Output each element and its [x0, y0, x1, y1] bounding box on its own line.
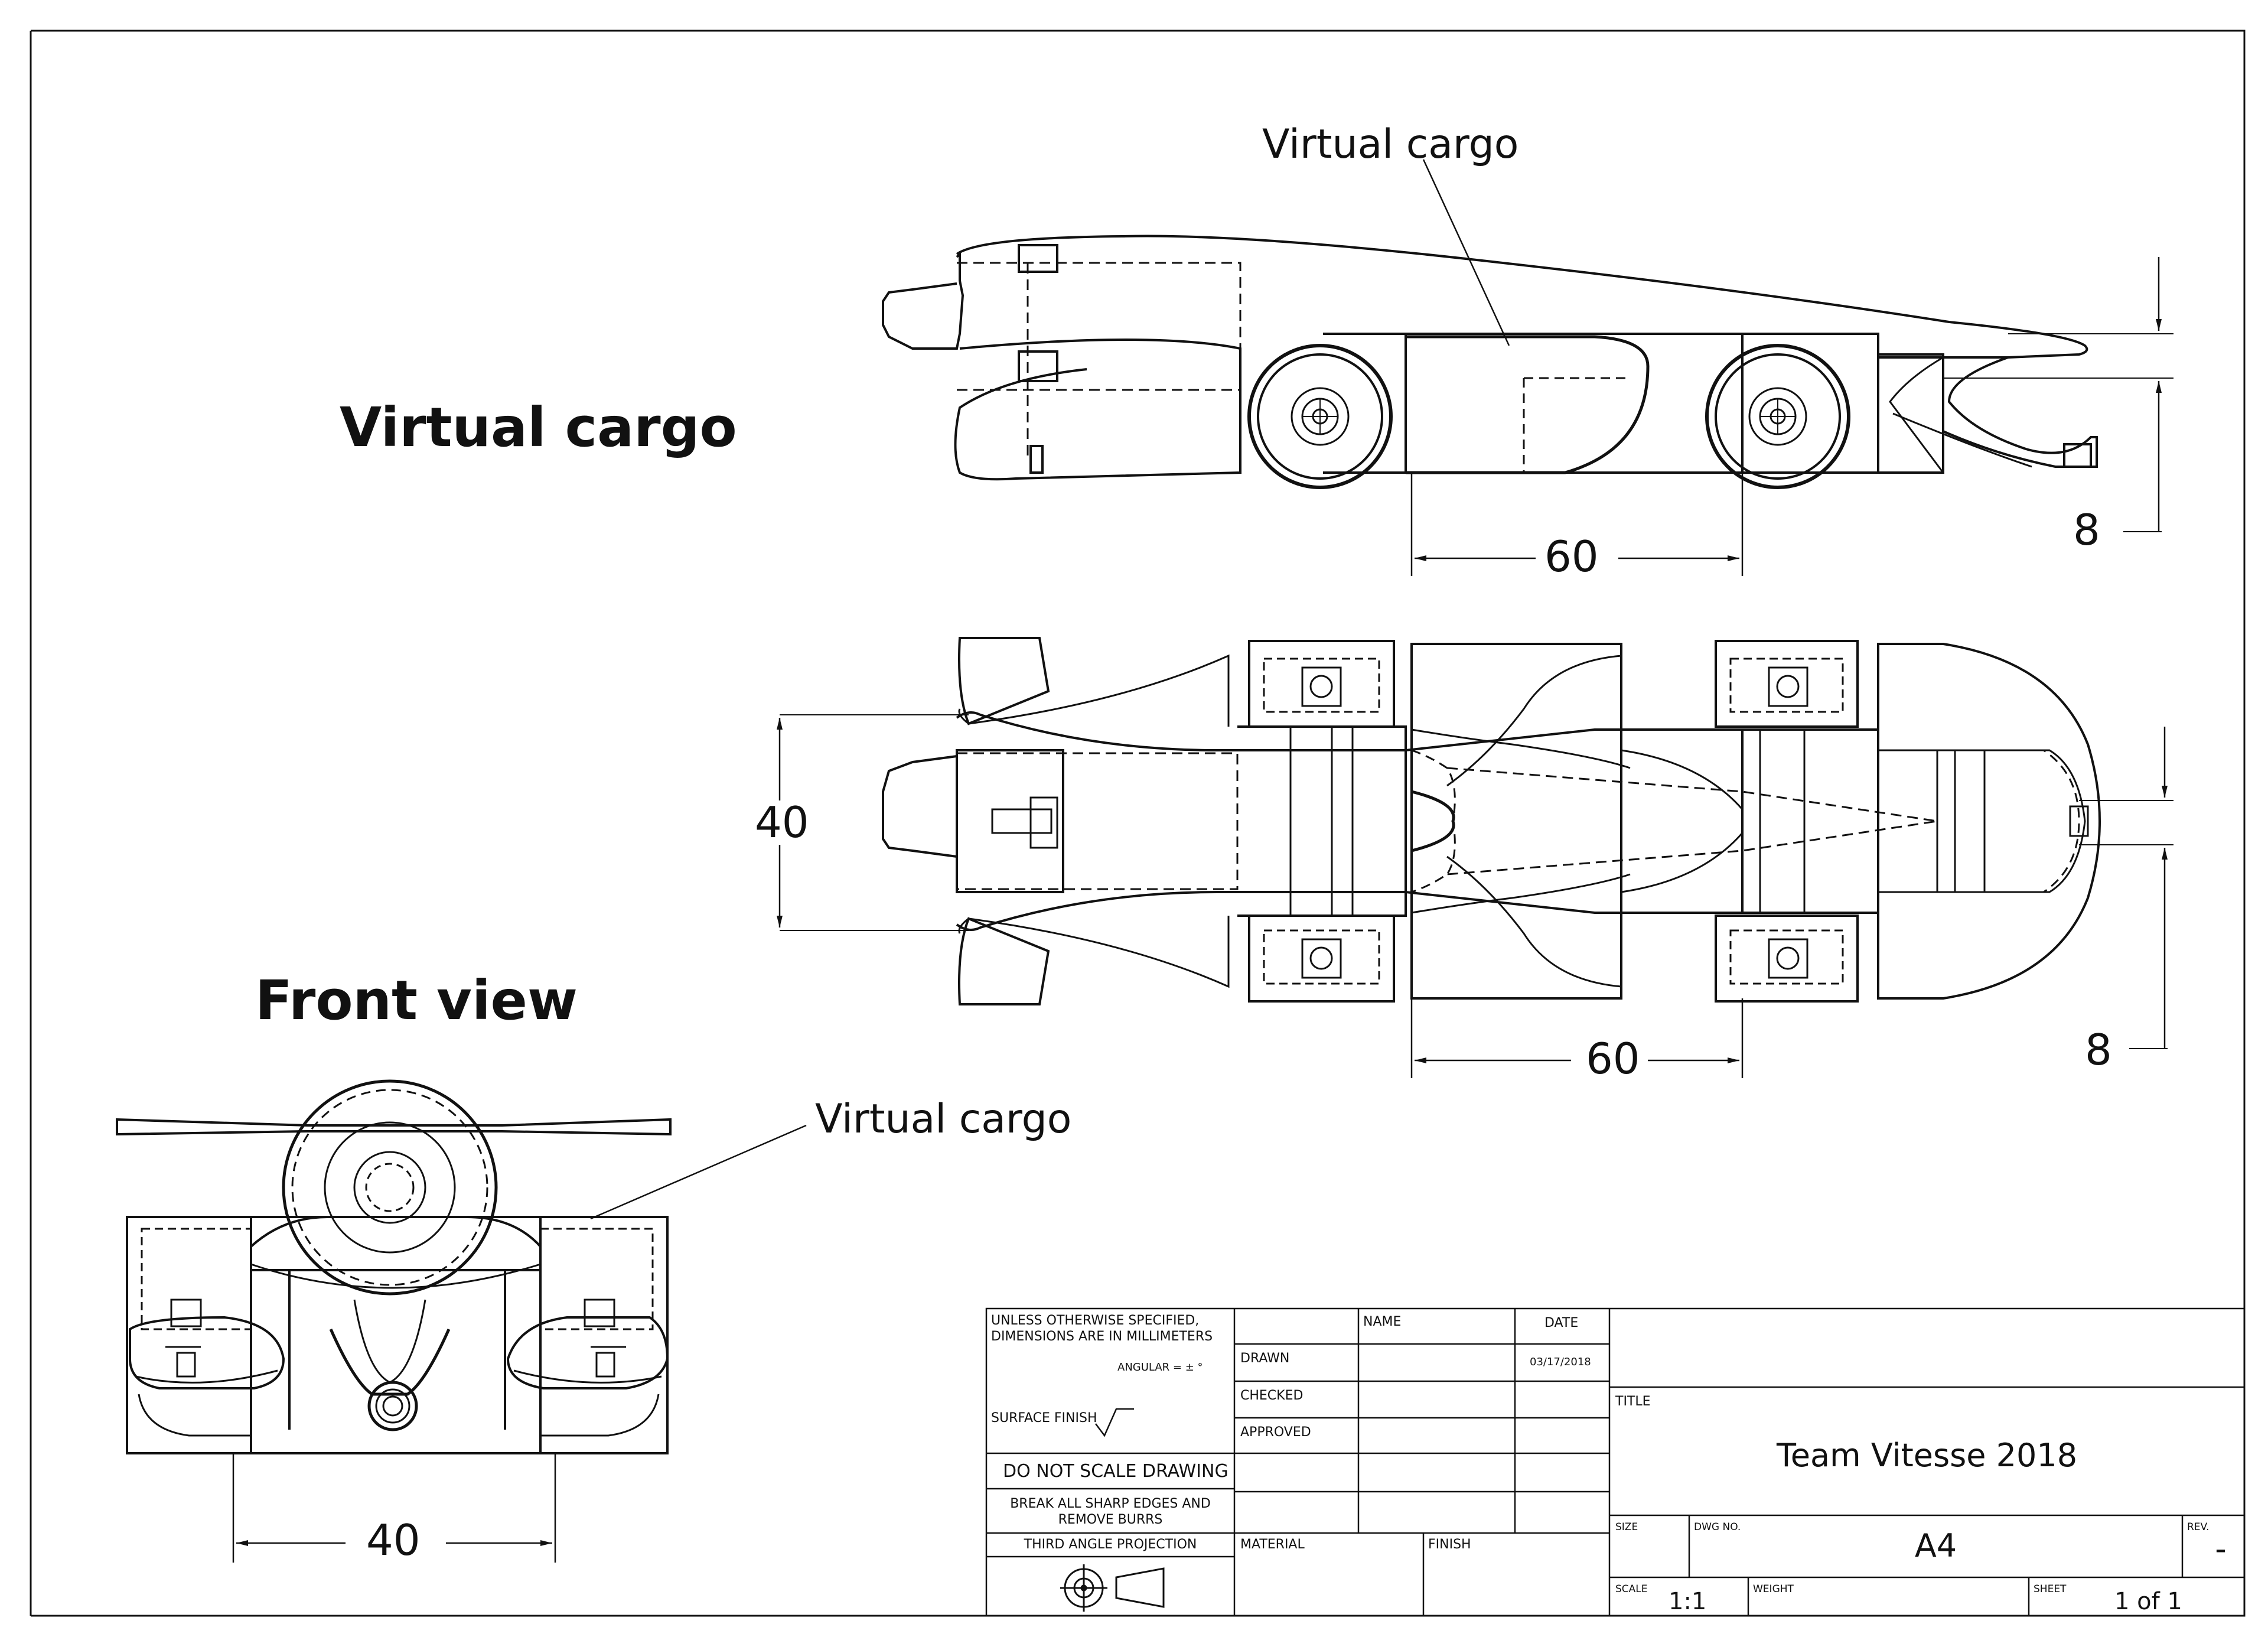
surface-finish-label: SURFACE FINISH — [991, 1411, 1097, 1426]
scale-value: 1:1 — [1669, 1588, 1707, 1615]
drawn-date: 03/17/2018 — [1530, 1356, 1591, 1368]
top-offset-dimension: 8 — [2085, 1025, 2112, 1075]
angular-note: ANGULAR = ± ° — [1117, 1361, 1203, 1374]
top-width-dimension: 40 — [755, 798, 809, 847]
sheet-label: SHEET — [2034, 1583, 2067, 1595]
side-view — [882, 235, 2174, 532]
front-view-heading: Front view — [255, 969, 578, 1032]
name-header: NAME — [1363, 1314, 1402, 1329]
side-height-dimension: 8 — [2073, 505, 2100, 555]
do-not-scale-note: DO NOT SCALE DRAWING — [1003, 1461, 1228, 1482]
dwg-no-label: DWG NO. — [1694, 1521, 1741, 1533]
side-wheelbase-dimension: 60 — [1544, 532, 1599, 581]
drawn-label: DRAWN — [1240, 1351, 1290, 1366]
front-track-dimension: 40 — [366, 1515, 421, 1565]
break-edges-note: BREAK ALL SHARP EDGES AND REMOVE BURRS — [1010, 1496, 1211, 1527]
third-angle-projection-symbol — [1060, 1564, 1165, 1612]
top-wheelbase-dimension: 60 — [1586, 1034, 1640, 1083]
general-note: UNLESS OTHERWISE SPECIFIED, DIMENSIONS A… — [991, 1313, 1213, 1344]
rev-label: REV. — [2187, 1521, 2210, 1533]
size-label: SIZE — [1615, 1521, 1638, 1533]
approved-label: APPROVED — [1240, 1425, 1311, 1440]
dwg-no-value: A4 — [1914, 1527, 1957, 1564]
front-view-dimensions — [232, 1124, 807, 1563]
side-view-dimensions — [1410, 159, 2162, 576]
projection-label: THIRD ANGLE PROJECTION — [1024, 1537, 1197, 1552]
title-block-grid — [985, 1307, 2246, 1617]
material-label: MATERIAL — [1240, 1537, 1305, 1552]
top-view-dimensions — [777, 718, 2168, 1078]
front-view-cargo-callout: Virtual cargo — [815, 1096, 1072, 1143]
sheet-border — [30, 30, 2246, 1617]
title-label: TITLE — [1615, 1394, 1651, 1409]
side-view-heading: Virtual cargo — [340, 396, 737, 459]
weight-label: WEIGHT — [1753, 1583, 1794, 1595]
checked-label: CHECKED — [1240, 1388, 1304, 1403]
rev-value: - — [2215, 1530, 2227, 1567]
front-view — [116, 1079, 672, 1454]
top-view — [780, 637, 2174, 1049]
drawing-title: Team Vitesse 2018 — [1776, 1437, 2078, 1474]
sheet-value: 1 of 1 — [2114, 1588, 2182, 1615]
date-header: DATE — [1544, 1316, 1579, 1330]
surface-finish-symbol — [1095, 1408, 1134, 1437]
side-view-cargo-callout: Virtual cargo — [1262, 121, 1519, 168]
finish-label: FINISH — [1428, 1537, 1471, 1552]
scale-label: SCALE — [1615, 1583, 1648, 1595]
